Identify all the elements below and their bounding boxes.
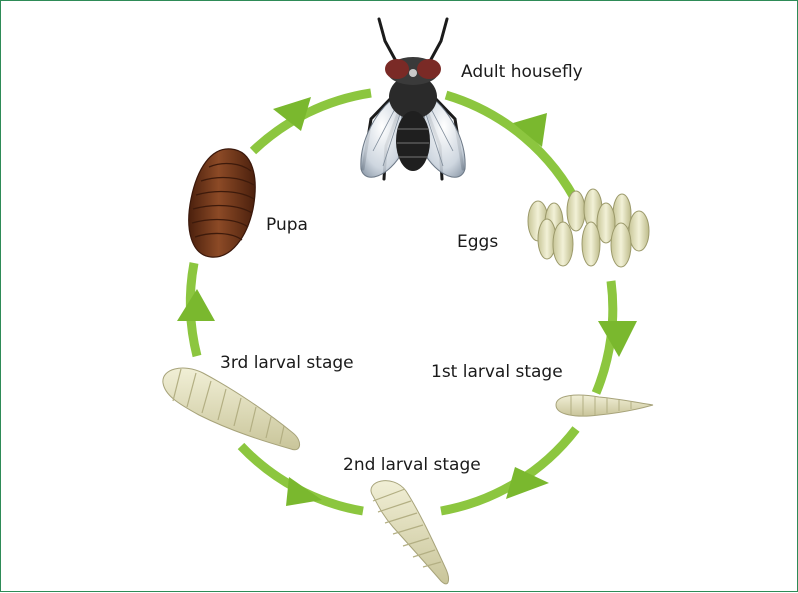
arc-pupa-to-adult — [253, 93, 371, 151]
larva-icon — [556, 395, 653, 416]
arrowhead-to-pupa — [177, 289, 215, 321]
label-2nd-larval-stage: 2nd larval stage — [343, 455, 481, 475]
label-3rd-larval-stage: 3rd larval stage — [220, 353, 354, 373]
eggs-icon — [528, 189, 649, 267]
label-adult-housefly: Adult housefly — [461, 62, 583, 82]
label-1st-larval-stage: 1st larval stage — [431, 362, 563, 382]
larva-icon — [163, 368, 300, 450]
pupa-icon — [189, 149, 255, 257]
arrowhead-to-larva1 — [598, 321, 637, 357]
label-pupa: Pupa — [266, 215, 308, 235]
larva-icon — [371, 481, 448, 584]
label-eggs: Eggs — [457, 232, 498, 252]
arc-adult-to-eggs — [446, 95, 579, 207]
